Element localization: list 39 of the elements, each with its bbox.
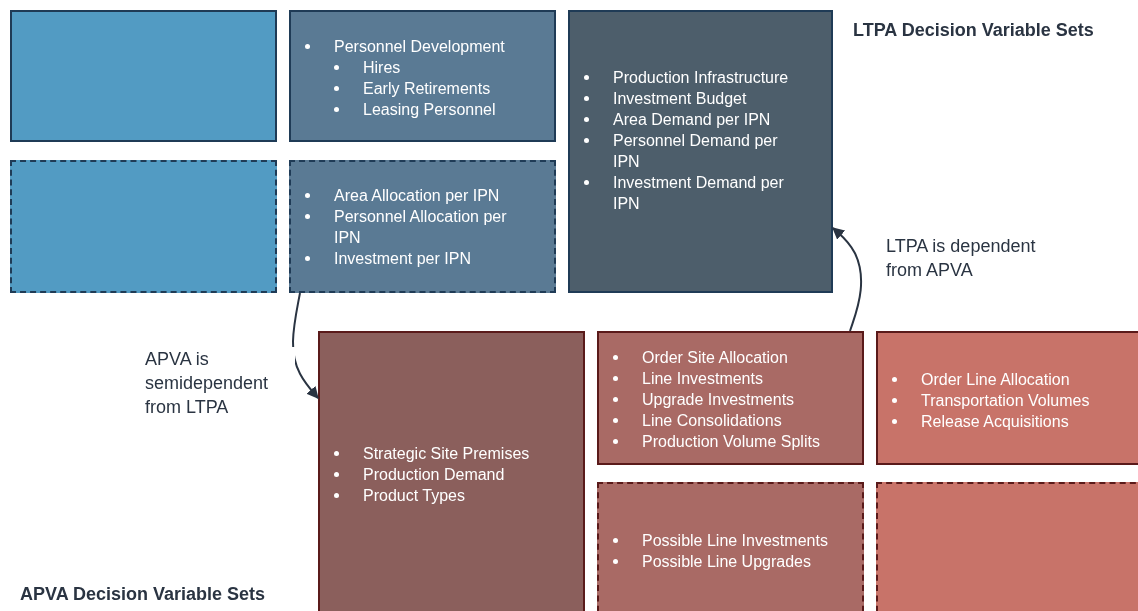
empty-box <box>876 482 1138 611</box>
curved-arrow <box>832 227 863 332</box>
list-item: Investment Budget <box>613 90 747 107</box>
list-item: Product Types <box>363 487 465 504</box>
list-item: Transportation Volumes <box>921 392 1090 409</box>
list-box <box>597 482 864 611</box>
list-box <box>597 331 864 465</box>
list-item: Personnel Development <box>334 38 505 55</box>
list-box <box>289 10 556 142</box>
list-item: Strategic Site Premises <box>363 445 530 462</box>
list-item: Possible Line Upgrades <box>642 553 811 570</box>
list-box <box>876 331 1138 465</box>
list-box <box>568 10 833 293</box>
list-item: Early Retirements <box>363 80 491 97</box>
list-item: Investment Demand per IPN <box>613 174 784 212</box>
empty-box <box>10 160 277 293</box>
curved-arrow <box>292 292 319 399</box>
list-item: Upgrade Investments <box>642 391 795 408</box>
list-item: Personnel Demand per IPN <box>613 132 778 170</box>
list-item: Production Infrastructure <box>613 69 789 86</box>
list-item: Leasing Personnel <box>363 101 496 118</box>
heading: APVA Decision Variable Sets <box>20 584 266 605</box>
list-box <box>289 160 556 293</box>
list-box <box>318 331 585 611</box>
list-item: Area Demand per IPN <box>613 111 771 128</box>
list-item: Production Demand <box>363 466 505 483</box>
list-item: Investment per IPN <box>334 250 471 267</box>
list-item: Line Investments <box>642 370 763 387</box>
list-item: Order Site Allocation <box>642 349 788 366</box>
list-item: Release Acquisitions <box>921 413 1069 430</box>
list-item: Production Volume Splits <box>642 433 820 450</box>
list-item: Personnel Allocation per IPN <box>334 208 507 246</box>
empty-box <box>10 10 277 142</box>
list-item: Hires <box>363 59 401 76</box>
list-item: Possible Line Investments <box>642 532 828 549</box>
heading: LTPA Decision Variable Sets <box>853 20 1094 41</box>
list-item: Line Consolidations <box>642 412 782 429</box>
list-item: Order Line Allocation <box>921 371 1070 388</box>
list-item: Area Allocation per IPN <box>334 187 500 204</box>
